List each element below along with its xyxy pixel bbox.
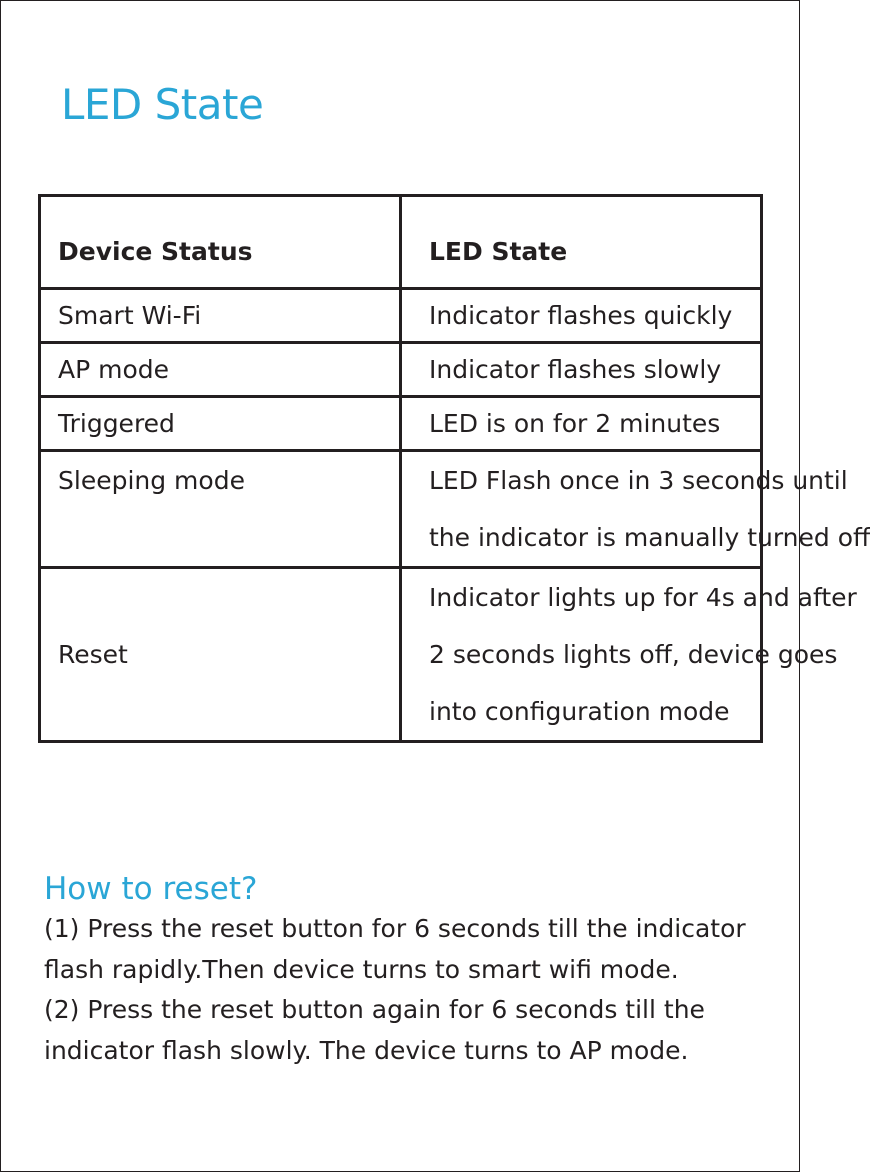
led-state-line: 2 seconds lights off, device goes — [429, 640, 838, 669]
table-row: Smart Wi-Fi Indicator flashes quickly — [38, 287, 763, 344]
device-status-cell: Reset — [38, 566, 402, 743]
header-led-state: LED State — [399, 194, 763, 290]
led-state-cell: Indicator lights up for 4s and after 2 s… — [399, 566, 857, 743]
led-state-line: Indicator lights up for 4s and after — [429, 583, 857, 612]
reset-step-line: indicator flash slowly. The device turns… — [44, 1035, 689, 1065]
led-state-cell: Indicator flashes quickly — [399, 287, 763, 344]
led-state-table: Device Status LED State Smart Wi-Fi Indi… — [38, 194, 870, 743]
table-row: AP mode Indicator flashes slowly — [38, 341, 763, 398]
reset-instructions: How to reset? (1) Press the reset button… — [44, 869, 764, 1071]
reset-steps: (1) Press the reset button for 6 seconds… — [44, 909, 764, 1071]
device-status-cell: Triggered — [38, 395, 402, 452]
table-row: Triggered LED is on for 2 minutes — [38, 395, 763, 452]
header-device-status: Device Status — [38, 194, 402, 290]
page-title: LED State — [61, 80, 264, 129]
led-state-line: into configuration mode — [429, 697, 730, 726]
led-state-cell: LED Flash once in 3 seconds until the in… — [399, 449, 870, 569]
led-state-line: LED Flash once in 3 seconds until — [429, 466, 848, 495]
reset-step-line: (1) Press the reset button for 6 seconds… — [44, 914, 746, 943]
led-state-cell: LED is on for 2 minutes — [399, 395, 763, 452]
table-row: Sleeping mode LED Flash once in 3 second… — [38, 449, 870, 569]
reset-step-line: (2) Press the reset button again for 6 s… — [44, 995, 705, 1024]
table-row: Reset Indicator lights up for 4s and aft… — [38, 566, 857, 743]
reset-step-line: flash rapidly.Then device turns to smart… — [44, 954, 679, 984]
table-header-row: Device Status LED State — [38, 194, 763, 290]
device-status-cell: Smart Wi-Fi — [38, 287, 402, 344]
device-status-cell: AP mode — [38, 341, 402, 398]
device-status-text: Sleeping mode — [58, 466, 245, 495]
reset-title: How to reset? — [44, 871, 258, 907]
led-state-line: the indicator is manually turned off — [429, 523, 870, 552]
led-state-cell: Indicator flashes slowly — [399, 341, 763, 398]
device-status-cell: Sleeping mode — [38, 449, 402, 569]
